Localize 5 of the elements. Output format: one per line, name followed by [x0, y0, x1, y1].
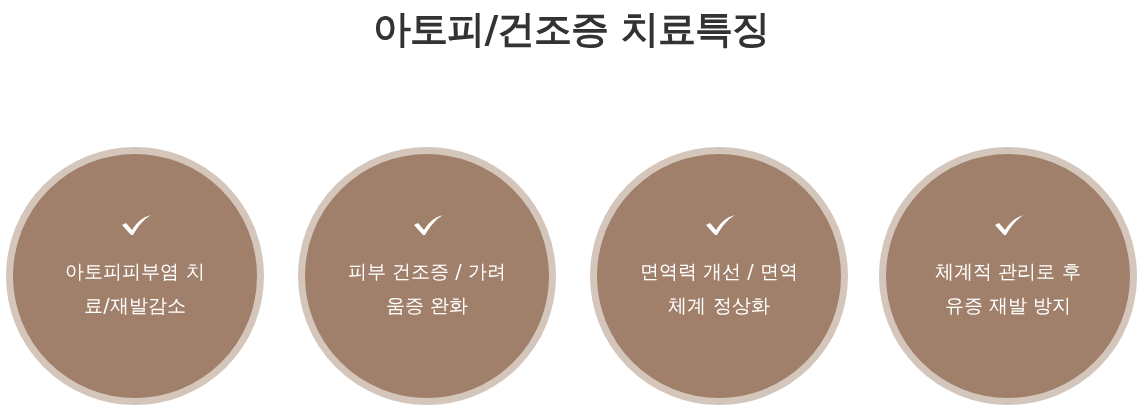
feature-text: 아토피피부염 치료/재발감소: [64, 259, 206, 318]
feature-text: 면역력 개선 / 면역체계 정상화: [639, 259, 799, 318]
feature-text: 피부 건조증 / 가려움증 완화: [347, 259, 507, 318]
title: 아토피/건조증 치료특징: [373, 7, 769, 51]
feature-text: 체계적 관리로 후유증 재발 방지: [934, 259, 1082, 318]
